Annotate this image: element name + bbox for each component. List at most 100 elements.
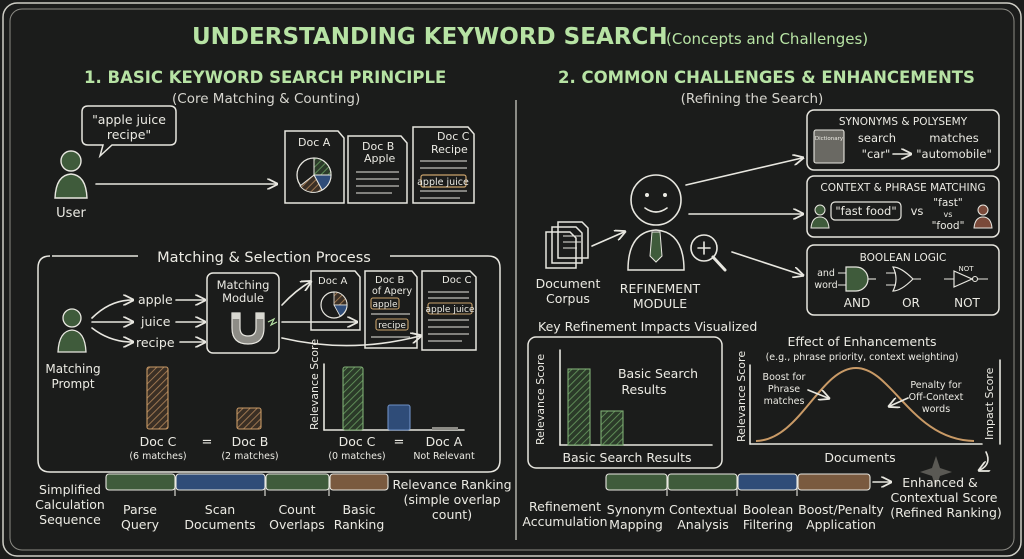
step-synonym-bar: [605, 473, 668, 491]
token-apple: apple: [138, 292, 173, 307]
impacts-title: Key Refinement Impacts Visualized: [538, 319, 757, 334]
bool-not-small: NOT: [958, 265, 974, 273]
step-parse-label2: Query: [121, 517, 160, 532]
calculation-sequence: Simplified Calculation Sequence Parse Qu…: [35, 473, 512, 532]
challenges-section: 2. COMMON CHALLENGES & ENHANCEMENTS (Ref…: [522, 68, 1001, 532]
syn-matches: matches: [929, 131, 978, 145]
basic-bar-1: [567, 368, 591, 446]
inner-frame: [9, 8, 1015, 551]
basic-x-label: Basic Search Results: [562, 450, 691, 465]
doc-c-highlight: apple juice: [417, 177, 469, 188]
doc-a-label: Doc A: [298, 136, 331, 149]
compare2-left: Doc C: [339, 434, 376, 449]
document-b: Doc B Apple: [347, 135, 408, 204]
final-label-line3: (Refined Ranking): [890, 505, 1002, 520]
mini-doc-a-label: Doc A: [318, 276, 347, 287]
step-contextual-label1: Contextual: [669, 502, 737, 517]
syn-automobile: "automobile": [916, 147, 991, 161]
refinement-accumulation: Refinement Accumulation Synonym Mapping …: [522, 456, 1002, 532]
syn-search-word: search: [858, 131, 896, 145]
left-subheading: (Core Matching & Counting): [172, 91, 360, 107]
bool-word: word: [814, 280, 837, 291]
mini-doc-b-sublabel: of Apery: [372, 286, 412, 297]
penalty-label3: words: [922, 404, 950, 415]
compare1-right: Doc B: [232, 434, 269, 449]
mini-doc-a: Doc A: [310, 270, 361, 331]
step-synonym-label1: Synonym: [607, 502, 665, 517]
ctx-fast: "fast": [933, 197, 962, 209]
bar-doc-b-2-matches: [236, 407, 262, 430]
dictionary-icon: [813, 129, 845, 164]
process-title: Matching & Selection Process: [157, 250, 371, 266]
prompt-label-line2: Prompt: [51, 377, 94, 391]
doc-b-sublabel: Apple: [364, 152, 396, 165]
mini-doc-c: Doc C apple juice: [421, 270, 477, 351]
synonyms-polysemy-card: SYNONYMS & POLYSEMY Dictionary search "c…: [806, 109, 1000, 171]
document-c: Doc C Recipe apple juice: [412, 126, 475, 204]
bool-and-word: and: [817, 268, 835, 279]
doc-c-sublabel: Recipe: [431, 143, 468, 156]
corpus-label-line2: Corpus: [546, 291, 590, 306]
boolean-logic-card: BOOLEAN LOGIC and word NOT AND OR NOT: [806, 244, 1000, 316]
relevance-axis-label: Relevance Score: [308, 339, 321, 430]
step-boolean-bar: [737, 473, 798, 491]
penalty-label2: Off-Context: [909, 392, 964, 403]
right-subheading: (Refining the Search): [681, 91, 824, 107]
mini-doc-b-tag-recipe: recipe: [378, 321, 406, 331]
basic-chart-title2: Results: [621, 382, 666, 397]
mini-doc-b-tag-apple: apple: [373, 300, 398, 310]
refinement-module-label2: MODULE: [633, 296, 687, 311]
mini-doc-b: Doc B of Apery apple recipe: [364, 270, 418, 349]
step-parse-query-bar: [105, 473, 176, 491]
user-avatar: [54, 150, 88, 199]
compare2-equals: =: [394, 435, 405, 450]
document-a: Doc A: [284, 130, 345, 204]
gate-label-or: OR: [902, 296, 920, 310]
basic-bar-2: [600, 410, 624, 446]
compare2-right-sub: Not Relevant: [413, 451, 475, 462]
ctx-food: "food": [932, 220, 965, 232]
refinement-module-label1: REFINEMENT: [620, 281, 701, 296]
bar-mid-relevance: [387, 404, 411, 431]
corpus-label-line1: Document: [536, 276, 601, 291]
not-gate-icon: [953, 270, 974, 288]
refinement-module-character: [627, 174, 727, 272]
query-text-line2: recipe": [107, 127, 151, 142]
step-contextual-bar: [667, 473, 738, 491]
or-gate-icon: [892, 266, 914, 292]
user-label: User: [56, 206, 86, 221]
mini-doc-c-tag: apple juice: [425, 305, 474, 315]
step-boost-label1: Boost/Penalty: [798, 502, 884, 517]
doc-b-label: Doc B: [362, 140, 394, 153]
effect-curve: [755, 366, 975, 442]
final-label-line1: Enhanced &: [902, 475, 978, 490]
effect-y-axis-label: Relevance Score: [735, 351, 748, 442]
impact-axis-label: Impact Score: [983, 367, 996, 440]
right-heading: 2. COMMON CHALLENGES & ENHANCEMENTS: [558, 68, 975, 87]
synonyms-title: SYNONYMS & POLYSEMY: [839, 116, 968, 128]
page-subtitle: (Concepts and Challenges): [666, 30, 868, 48]
matching-process-panel: Matching & Selection Process Matching Pr…: [37, 250, 501, 473]
ctx-vs: vs: [911, 204, 924, 218]
bar-doc-c-relevance: [342, 366, 364, 431]
seq-label-line3: Sequence: [39, 512, 101, 527]
compare2-left-sub: (0 matches): [328, 451, 385, 462]
step-ranking-label2: Ranking: [334, 517, 385, 532]
mini-doc-b-label: Doc B: [375, 275, 404, 286]
boost-label1: Boost for: [763, 372, 806, 383]
seq-label-line2: Calculation: [35, 497, 105, 512]
matching-module-label1: Matching: [217, 278, 270, 292]
enhancement-effect-chart: Effect of Enhancements (e.g., phrase pri…: [735, 334, 1001, 470]
step-basic-ranking-bar: [329, 473, 389, 491]
step-boolean-label2: Filtering: [743, 517, 793, 532]
magnet-icon: [231, 312, 278, 345]
and-gate-icon: [845, 266, 869, 292]
compare1-left: Doc C: [140, 434, 177, 449]
prompt-label-line1: Matching: [45, 362, 100, 376]
step-parse-label1: Parse: [123, 502, 157, 517]
dictionary-label: Dictionary: [815, 136, 844, 142]
left-heading: 1. BASIC KEYWORD SEARCH PRINCIPLE: [84, 68, 446, 87]
effect-x-label: Documents: [824, 450, 895, 465]
